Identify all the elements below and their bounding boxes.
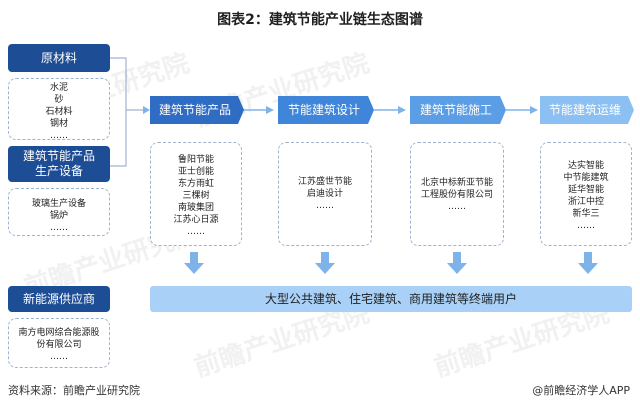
list-item: 三棵树 xyxy=(182,191,210,201)
list-item: 启迪设计 xyxy=(306,189,343,199)
arrow-right-icon xyxy=(266,106,274,114)
list-item: …… xyxy=(577,221,595,231)
arrow-right-icon xyxy=(398,106,406,114)
source-note: 资料来源：前瞻产业研究院 xyxy=(8,384,140,397)
list-item: 鲁阳节能 xyxy=(177,155,214,165)
stage-label-construction: 建筑节能施工 xyxy=(419,103,492,117)
list-item: …… xyxy=(50,352,68,362)
list-item: 东方雨虹 xyxy=(177,179,214,189)
energy-header: 新能源供应商 xyxy=(8,286,110,312)
energy-list: 南方电网综合能源股 份有限公司 …… xyxy=(8,318,110,368)
list-item: …… xyxy=(50,131,68,141)
bracket-line xyxy=(110,57,127,167)
list-item: 中节能建筑 xyxy=(563,173,609,183)
materials-header: 原材料 xyxy=(8,44,110,72)
arrow-down-icon xyxy=(447,252,467,274)
list-item: …… xyxy=(448,202,466,212)
arrow-down-icon xyxy=(315,252,335,274)
list-item: 新华三 xyxy=(572,209,600,219)
end-users-bar: 大型公共建筑、住宅建筑、商用建筑等终端用户 xyxy=(150,286,632,312)
stage-label-products: 建筑节能产品 xyxy=(158,103,231,117)
list-item: 南玻集团 xyxy=(177,203,214,213)
stage-shape xyxy=(540,96,634,124)
companies-construction: 北京中标新亚节能 工程股份有限公司 …… xyxy=(410,142,504,246)
materials-list: 水泥 砂 石材料 钢材 …… xyxy=(8,78,110,141)
arrow-down-icon xyxy=(578,252,598,274)
companies-operation: 达实智能 中节能建筑 延华智能 浙江中控 新华三 …… xyxy=(540,142,632,246)
stage-label-design: 节能建筑设计 xyxy=(287,103,360,117)
list-item: 锅炉 xyxy=(49,211,68,221)
list-item: 南方电网综合能源股 xyxy=(18,328,100,338)
arrow-down-icon xyxy=(184,252,204,274)
stage-label-operation: 节能建筑运维 xyxy=(548,103,621,117)
arrow-right-icon xyxy=(143,106,150,114)
list-item: 江苏心日源 xyxy=(173,215,219,225)
list-item: 工程股份有限公司 xyxy=(420,190,493,200)
equipment-header: 建筑节能产品 生产设备 xyxy=(8,146,110,182)
list-item: 钢材 xyxy=(49,119,68,129)
list-item: 份有限公司 xyxy=(36,340,82,350)
companies-products: 鲁阳节能 亚士创能 东方雨虹 三棵树 南玻集团 江苏心日源 …… xyxy=(150,142,242,246)
arrow-right-icon xyxy=(530,106,538,114)
list-item: 江苏盛世节能 xyxy=(297,177,352,187)
equipment-list: 玻璃生产设备 锅炉 …… xyxy=(8,188,110,236)
list-item: …… xyxy=(316,201,334,211)
list-item: 石材料 xyxy=(45,107,73,117)
list-item: 达实智能 xyxy=(567,161,604,171)
list-item: 北京中标新亚节能 xyxy=(420,178,493,188)
brand-mark: @前瞻经济学人APP xyxy=(532,384,630,397)
stage-shape xyxy=(278,96,374,124)
list-item: 亚士创能 xyxy=(177,167,214,177)
list-item: …… xyxy=(50,223,68,233)
page-title: 图表2：建筑节能产业链生态图谱 xyxy=(217,12,423,28)
list-item: …… xyxy=(187,227,205,237)
companies-design: 江苏盛世节能 启迪设计 …… xyxy=(278,142,372,246)
list-item: 浙江中控 xyxy=(567,197,604,207)
list-item: 延华智能 xyxy=(567,185,604,195)
list-item: 砂 xyxy=(54,95,64,105)
stage-shape xyxy=(150,96,244,124)
list-item: 玻璃生产设备 xyxy=(31,199,86,209)
list-item: 水泥 xyxy=(49,83,68,93)
stage-shape xyxy=(410,96,506,124)
